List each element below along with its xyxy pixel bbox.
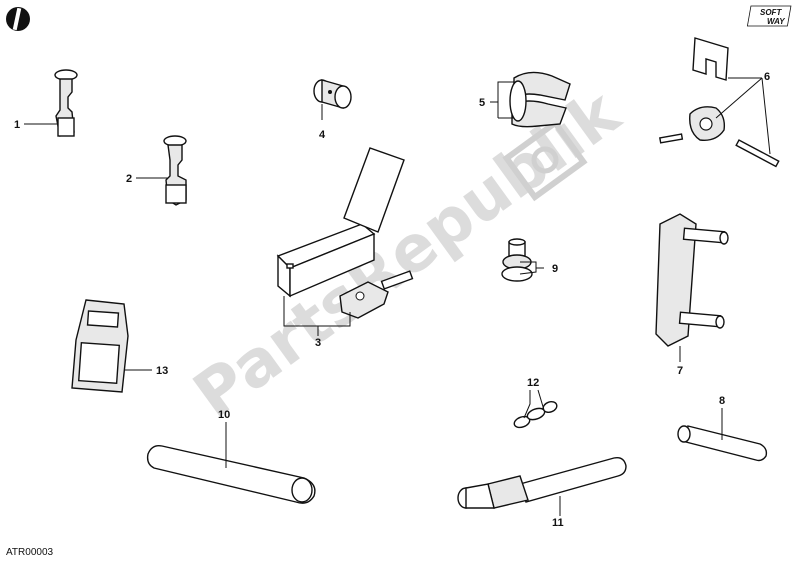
svg-text:SOFT: SOFT <box>760 8 782 17</box>
part-12-chain-link <box>513 401 558 429</box>
softway-logo: SOFT WAY <box>746 5 792 27</box>
reference-code: ATR00003 <box>6 547 54 558</box>
callout-11: 11 <box>552 517 564 529</box>
callout-3: 3 <box>315 337 321 349</box>
part-8-pin <box>677 425 768 462</box>
part-11-drift <box>457 456 627 509</box>
callout-13: 13 <box>156 365 168 377</box>
watermark: PartsRepublik <box>181 75 634 433</box>
part-1-socket-tool <box>54 69 78 137</box>
callout-4: 4 <box>319 129 326 141</box>
callout-5: 5 <box>479 97 485 109</box>
callout-2: 2 <box>126 173 132 185</box>
callout-12: 12 <box>527 377 539 389</box>
corner-badge-icon <box>6 7 30 31</box>
part-3-toolbox <box>276 147 414 319</box>
callout-8: 8 <box>719 395 725 407</box>
part-6-tool-set <box>659 37 780 168</box>
svg-text:WAY: WAY <box>767 17 785 26</box>
part-10-tube <box>146 444 316 504</box>
part-5-split-sleeve <box>509 71 571 128</box>
watermark-gear-icon <box>502 118 588 202</box>
part-2-socket-tool <box>163 135 187 206</box>
callout-9: 9 <box>552 263 558 275</box>
part-9-adapter <box>501 238 533 282</box>
svg-text:PartsRepublik: PartsRepublik <box>181 75 634 433</box>
part-13-tester <box>71 299 129 393</box>
callout-1: 1 <box>14 119 20 131</box>
callout-10: 10 <box>218 409 230 421</box>
callout-6: 6 <box>764 71 770 83</box>
callout-7: 7 <box>677 365 683 377</box>
leader-lines <box>24 77 771 516</box>
part-4-bushing <box>313 79 352 109</box>
part-7-fixture <box>655 213 729 347</box>
callouts: 1 2 3 4 5 6 7 8 9 10 11 12 13 <box>14 71 770 529</box>
